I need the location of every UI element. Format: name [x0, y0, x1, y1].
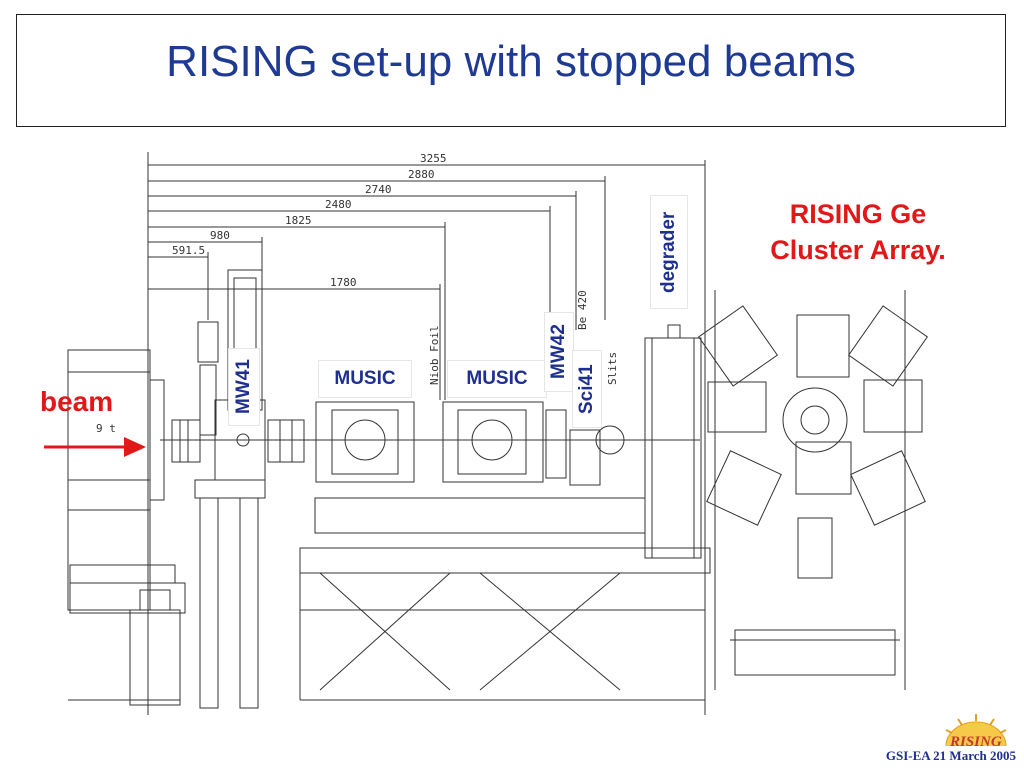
- page-title: RISING set-up with stopped beams: [166, 37, 856, 86]
- title-box: RISING set-up with stopped beams: [16, 14, 1006, 127]
- annotation-niob-foil: Niob Foil: [428, 325, 441, 385]
- rising-logo-text: RISING: [950, 734, 1002, 750]
- rising-array-title-line1: RISING Ge: [789, 199, 927, 229]
- label-degrader: degrader: [650, 195, 688, 309]
- label-sci41: Sci41: [572, 350, 602, 428]
- dimension-lines: [147, 152, 706, 715]
- beam-label: beam: [40, 386, 114, 417]
- dim-591-5: 591.5: [172, 244, 205, 257]
- footer-date: GSI-EA 21 March 2005: [885, 748, 1016, 763]
- dim-1825: 1825: [285, 214, 312, 227]
- dim-2480: 2480: [325, 198, 352, 211]
- annotation-be: Be 420: [576, 290, 589, 330]
- dim-2880: 2880: [408, 168, 435, 181]
- rising-array-title-line2: Cluster Array.: [770, 235, 946, 265]
- annotation-slits: Slits: [606, 352, 619, 385]
- label-music-2: MUSIC: [447, 360, 547, 398]
- dim-980: 980: [210, 229, 230, 242]
- label-mw42: MW42: [544, 312, 574, 392]
- degrader-column: [644, 324, 702, 559]
- dim-1780: 1780: [330, 276, 357, 289]
- rising-array-title: RISING Ge Cluster Array.: [738, 196, 978, 268]
- label-music-1: MUSIC: [318, 360, 412, 398]
- annotation-9t: 9 t: [96, 422, 116, 435]
- dim-3255: 3255: [420, 152, 447, 165]
- beam-arrow: [44, 437, 146, 457]
- rising-logo-icon: [945, 714, 1007, 747]
- support-frame: [194, 479, 711, 709]
- rising-array-drawing: [697, 290, 929, 690]
- dim-2740: 2740: [365, 183, 392, 196]
- music-chambers: [315, 401, 625, 486]
- label-mw41: MW41: [228, 348, 260, 426]
